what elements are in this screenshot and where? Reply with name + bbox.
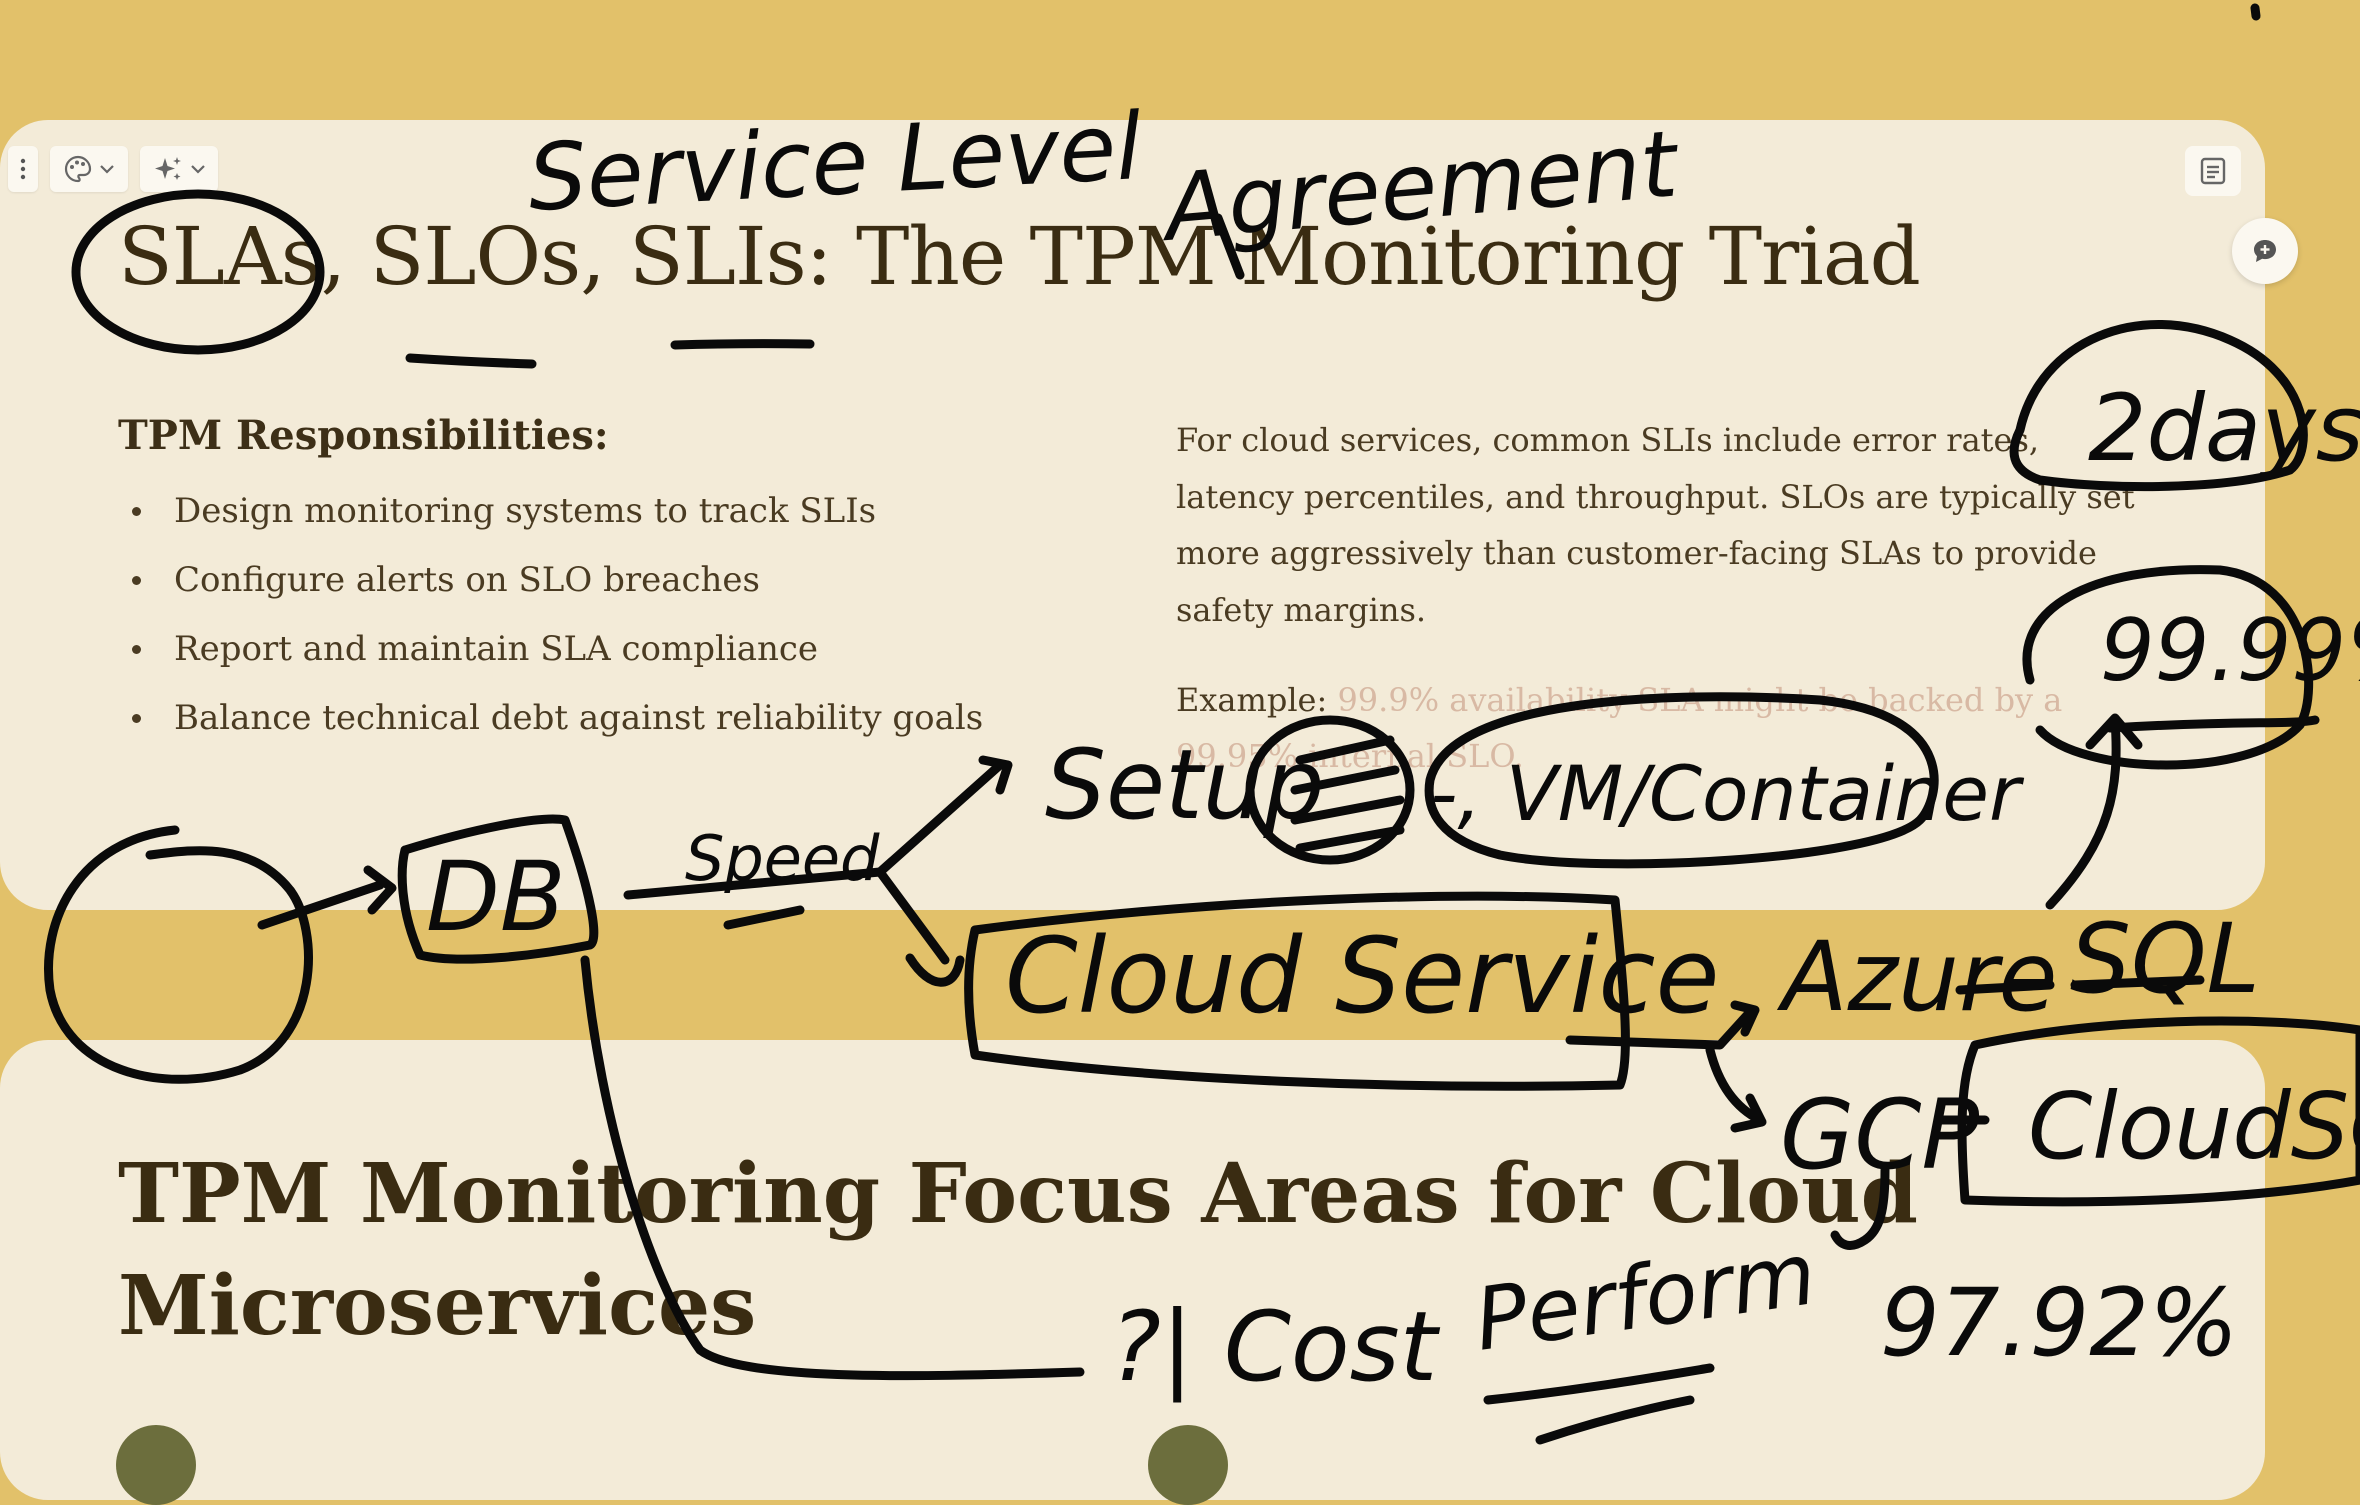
- list-item[interactable]: Design monitoring systems to track SLIs: [118, 489, 1018, 558]
- avatar: [1148, 1425, 1228, 1505]
- description-paragraph[interactable]: For cloud services, common SLIs include …: [1176, 421, 2135, 629]
- ai-actions-button[interactable]: [140, 146, 218, 192]
- ink-arrowhead: [905, 953, 965, 987]
- notes-button[interactable]: [2185, 146, 2241, 196]
- ink-sql: SQL: [2070, 903, 2260, 1015]
- description-column: For cloud services, common SLIs include …: [1176, 412, 2136, 784]
- ink-stroke: [2250, 3, 2261, 21]
- slide-card-2: [0, 1040, 2265, 1500]
- example-label: Example:: [1176, 681, 1328, 719]
- slide-2-title[interactable]: TPM Monitoring Focus Areas for Cloud Mic…: [118, 1146, 1918, 1354]
- list-item[interactable]: Balance technical debt against reliabili…: [118, 696, 1018, 765]
- palette-button[interactable]: [50, 146, 128, 192]
- ink-azure: Azure: [1776, 921, 2057, 1033]
- palette-icon: [64, 155, 92, 183]
- chevron-down-icon: [191, 165, 205, 174]
- responsibilities-heading[interactable]: TPM Responsibilities:: [118, 412, 609, 459]
- avatar: [116, 1425, 196, 1505]
- comment-button[interactable]: [2232, 218, 2298, 284]
- block-toolbar: [8, 146, 218, 192]
- slide-title[interactable]: SLAs, SLOs, SLIs: The TPM Monitoring Tri…: [118, 210, 1921, 303]
- responsibilities-column: TPM Responsibilities: Design monitoring …: [118, 412, 1018, 765]
- ink-arrow-sql: [1955, 980, 2055, 995]
- ink-cloud-service: Cloud Service: [1005, 915, 1720, 1037]
- ink-line: [2070, 975, 2205, 990]
- list-item[interactable]: Report and maintain SLA compliance: [118, 627, 1018, 696]
- ink-arrowhead: [1730, 1000, 1760, 1037]
- example-paragraph[interactable]: Example: 99.9% availability SLA might be…: [1176, 672, 2136, 784]
- sparkle-icon: [155, 157, 181, 180]
- responsibilities-list: Design monitoring systems to track SLIs …: [118, 489, 1018, 765]
- list-item[interactable]: Configure alerts on SLO breaches: [118, 558, 1018, 627]
- notes-icon: [2200, 157, 2226, 185]
- comment-icon: [2254, 240, 2276, 262]
- drag-handle[interactable]: [8, 146, 38, 192]
- drag-handle-icon: [20, 158, 26, 180]
- ink-underline-speed: [723, 905, 805, 930]
- chevron-down-icon: [100, 165, 114, 174]
